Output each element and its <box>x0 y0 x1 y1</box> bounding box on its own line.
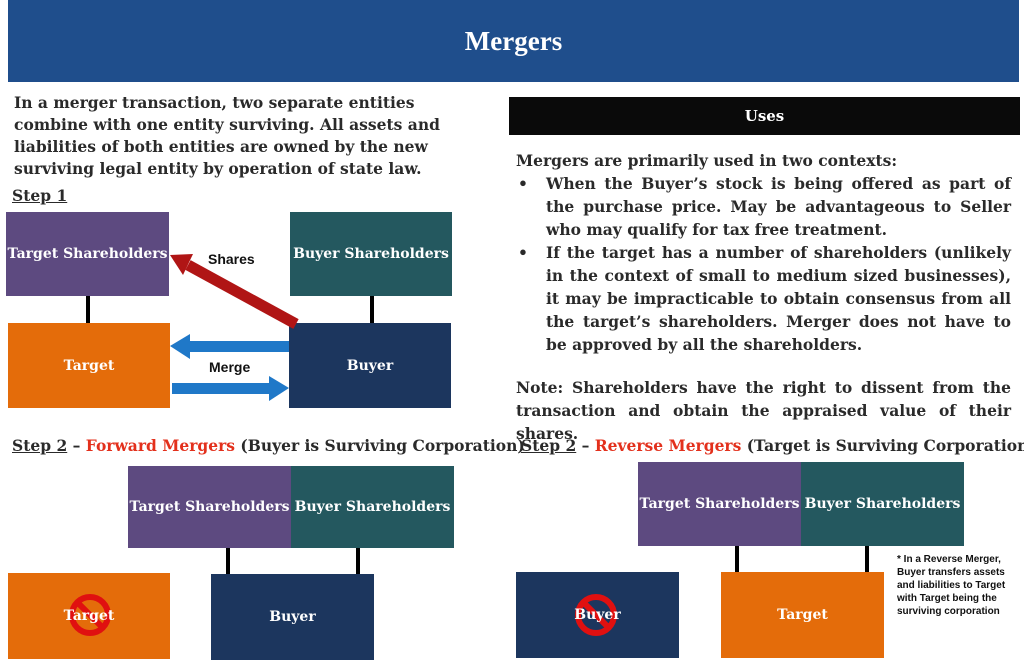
reverse-left-connector <box>735 546 739 572</box>
step1-target-connector <box>86 296 90 323</box>
merge-label: Merge <box>209 359 251 375</box>
reverse-buyer-box: Buyer <box>516 572 679 658</box>
step2-reverse-label: Step 2 – Reverse Mergers (Target is Surv… <box>521 436 1024 455</box>
uses-text: Mergers are primarily used in two contex… <box>516 149 1011 356</box>
shares-label: Shares <box>208 251 255 267</box>
page-title-bar: Mergers <box>8 0 1019 82</box>
uses-bullet-2: If the target has a number of shareholde… <box>516 241 1011 356</box>
no-symbol-icon <box>69 594 111 636</box>
no-symbol-icon <box>575 594 617 636</box>
forward-target-shareholders-box: Target Shareholders <box>128 466 291 548</box>
reverse-target-box: Target <box>721 572 884 658</box>
page-title: Mergers <box>464 25 563 56</box>
step1-target-box: Target <box>8 323 170 408</box>
uses-bullet-1: When the Buyer’s stock is being offered … <box>516 172 1011 241</box>
step1-buyer-box: Buyer <box>289 323 451 408</box>
uses-heading-bar: Uses <box>509 97 1020 135</box>
merge-arrow-left <box>170 334 289 359</box>
reverse-footnote: * In a Reverse Merger, Buyer transfers a… <box>897 554 1006 617</box>
step2-forward-label: Step 2 – Forward Mergers (Buyer is Survi… <box>12 436 525 455</box>
forward-buyer-box: Buyer <box>211 574 374 660</box>
forward-target-box: Target <box>8 573 170 659</box>
uses-bullet-list: When the Buyer’s stock is being offered … <box>516 172 1011 356</box>
forward-left-connector <box>226 548 230 574</box>
uses-lead: Mergers are primarily used in two contex… <box>516 151 898 170</box>
forward-buyer-shareholders-box: Buyer Shareholders <box>291 466 454 548</box>
reverse-buyer-shareholders-box: Buyer Shareholders <box>801 462 964 546</box>
merge-arrow-right <box>172 376 289 401</box>
intro-text: In a merger transaction, two separate en… <box>14 93 440 178</box>
step1-buyer-shareholders-box: Buyer Shareholders <box>290 212 452 296</box>
reverse-right-connector <box>865 546 869 572</box>
step1-label: Step 1 <box>12 186 68 205</box>
reverse-target-shareholders-box: Target Shareholders <box>638 462 801 546</box>
shares-arrow <box>170 254 299 329</box>
step1-target-shareholders-box: Target Shareholders <box>6 212 169 296</box>
note-text: Note: Shareholders have the right to dis… <box>516 378 1011 443</box>
step1-buyer-connector <box>370 296 374 323</box>
forward-right-connector <box>356 548 360 574</box>
